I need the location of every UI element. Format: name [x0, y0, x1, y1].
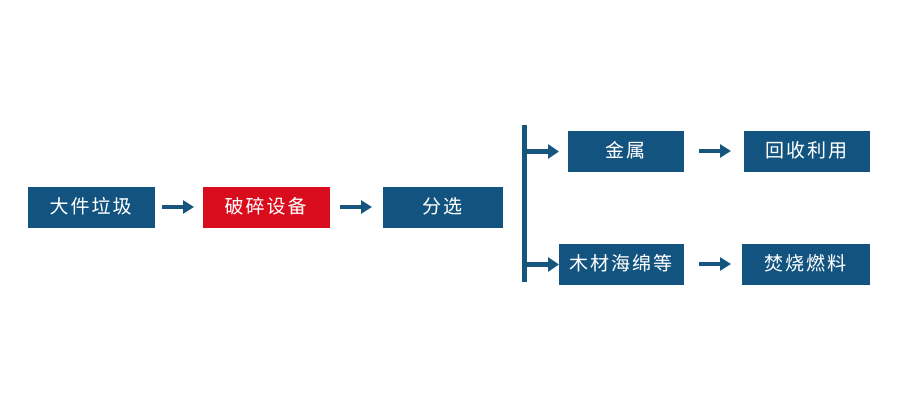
node-crusher[interactable]: 破碎设备: [203, 187, 330, 228]
node-metal[interactable]: 金属: [568, 131, 684, 172]
node-metal-label: 金属: [604, 141, 647, 162]
node-crusher-label: 破碎设备: [224, 197, 309, 218]
node-bulky-waste-label: 大件垃圾: [49, 197, 134, 218]
arrow-wood-sponge-to-incineration: [698, 251, 732, 277]
branch-split-bracket: [518, 121, 568, 283]
node-sorting[interactable]: 分选: [383, 187, 503, 228]
arrow-bulky-waste-to-crusher: [161, 194, 195, 220]
node-incineration-label: 焚烧燃料: [763, 254, 848, 275]
node-recycle-label: 回收利用: [764, 141, 849, 162]
arrow-metal-to-recycle: [698, 138, 732, 164]
arrow-crusher-to-sorting: [339, 194, 373, 220]
node-recycle[interactable]: 回收利用: [744, 131, 870, 172]
node-sorting-label: 分选: [421, 197, 464, 218]
node-wood-sponge-label: 木材海绵等: [568, 254, 674, 275]
node-incineration[interactable]: 焚烧燃料: [742, 244, 870, 285]
node-bulky-waste[interactable]: 大件垃圾: [28, 187, 155, 228]
node-wood-sponge[interactable]: 木材海绵等: [559, 244, 684, 285]
